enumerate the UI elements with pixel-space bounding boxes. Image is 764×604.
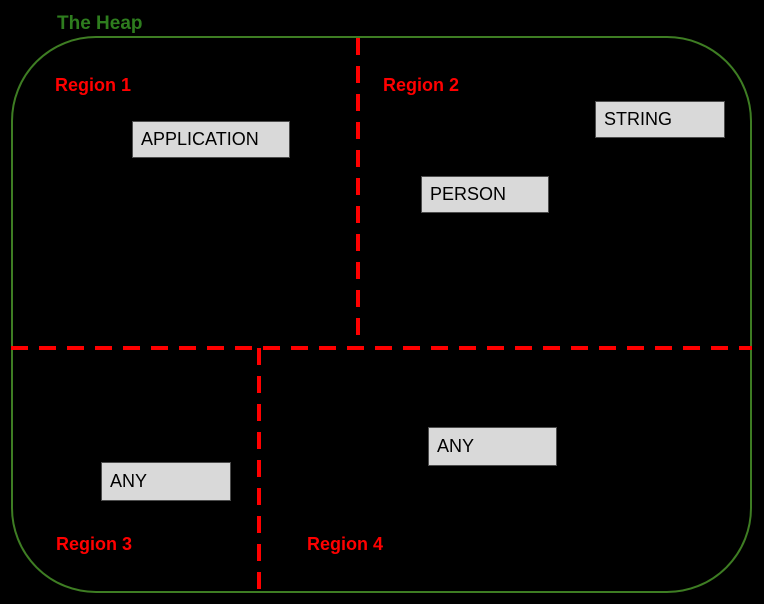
region-1-label: Region 1 — [55, 75, 132, 95]
object-box-string: STRING — [595, 101, 725, 138]
region-divider-vertical-bottom — [257, 348, 261, 592]
object-box-application: APPLICATION — [132, 121, 290, 158]
region-4-label: Region 4 — [307, 534, 384, 554]
object-box-any-region4: ANY — [428, 427, 557, 466]
region-3-label: Region 3 — [56, 534, 133, 554]
heap-title: The Heap — [57, 13, 143, 34]
object-box-person: PERSON — [421, 176, 549, 213]
region-2-label: Region 2 — [383, 75, 460, 95]
region-divider-horizontal — [11, 346, 752, 350]
heap-outline — [11, 36, 752, 593]
object-box-any-region3: ANY — [101, 462, 231, 501]
region-divider-vertical-top — [356, 38, 360, 348]
